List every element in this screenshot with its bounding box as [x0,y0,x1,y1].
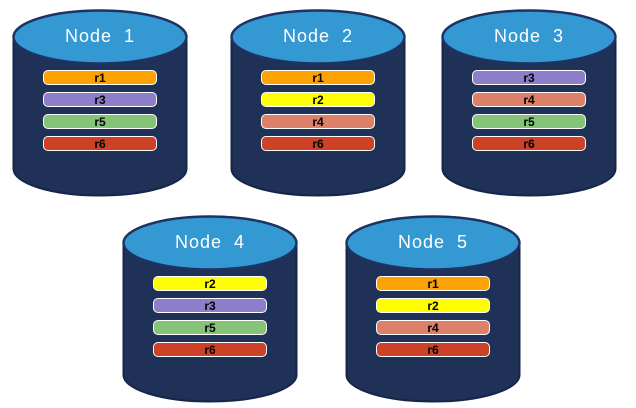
replica-bar-r6: r6 [153,342,267,357]
replica-bar-r5: r5 [43,114,157,129]
replica-bar-r2: r2 [376,298,490,313]
replica-bar-r5: r5 [153,320,267,335]
cylinder-top [441,9,617,65]
replica-label: r6 [94,136,106,151]
cylinder-top [345,215,521,271]
replica-bar-r6: r6 [43,136,157,151]
replica-bar-r4: r4 [472,92,586,107]
replica-label: r5 [94,114,106,129]
replica-label: r6 [523,136,535,151]
replica-bar-r3: r3 [153,298,267,313]
replica-bar-r3: r3 [472,70,586,85]
replica-list: r1 r2 r4 r6 [261,70,375,158]
cylinder-top [12,9,188,65]
database-node-4: Node 4 r2 r3 r5 r6 [121,214,299,404]
database-node-3: Node 3 r3 r4 r5 r6 [440,8,618,198]
replica-label: r1 [94,70,106,85]
database-node-2: Node 2 r1 r2 r4 r6 [229,8,407,198]
replica-label: r1 [312,70,324,85]
replica-bar-r4: r4 [376,320,490,335]
node-title: Node 5 [397,232,469,252]
database-node-5: Node 5 r1 r2 r4 r6 [344,214,522,404]
replica-bar-r6: r6 [472,136,586,151]
replica-list: r2 r3 r5 r6 [153,276,267,364]
database-node-1: Node 1 r1 r3 r5 r6 [11,8,189,198]
replica-label: r3 [94,92,106,107]
node-title: Node 1 [64,26,136,46]
replica-label: r6 [427,342,439,357]
replica-bar-r1: r1 [43,70,157,85]
replica-list: r1 r2 r4 r6 [376,276,490,364]
replica-label: r4 [427,320,439,335]
cylinder-top [230,9,406,65]
node-title: Node 3 [493,26,565,46]
replica-bar-r2: r2 [261,92,375,107]
replica-label: r3 [204,298,216,313]
replica-bar-r6: r6 [261,136,375,151]
replica-label: r6 [204,342,216,357]
replica-label: r4 [312,114,324,129]
replica-label: r2 [427,298,439,313]
replica-label: r2 [312,92,324,107]
replica-label: r2 [204,276,216,291]
replica-bar-r5: r5 [472,114,586,129]
replica-label: r1 [427,276,439,291]
replica-bar-r1: r1 [376,276,490,291]
cylinder-top [122,215,298,271]
replica-list: r3 r4 r5 r6 [472,70,586,158]
replica-list: r1 r3 r5 r6 [43,70,157,158]
replica-bar-r3: r3 [43,92,157,107]
replica-bar-r1: r1 [261,70,375,85]
replica-bar-r6: r6 [376,342,490,357]
replica-bar-r2: r2 [153,276,267,291]
replica-label: r6 [312,136,324,151]
node-title: Node 2 [282,26,354,46]
replica-bar-r4: r4 [261,114,375,129]
node-title: Node 4 [174,232,246,252]
replica-label: r4 [523,92,535,107]
replica-label: r5 [523,114,535,129]
replica-label: r5 [204,320,216,335]
replica-label: r3 [523,70,535,85]
